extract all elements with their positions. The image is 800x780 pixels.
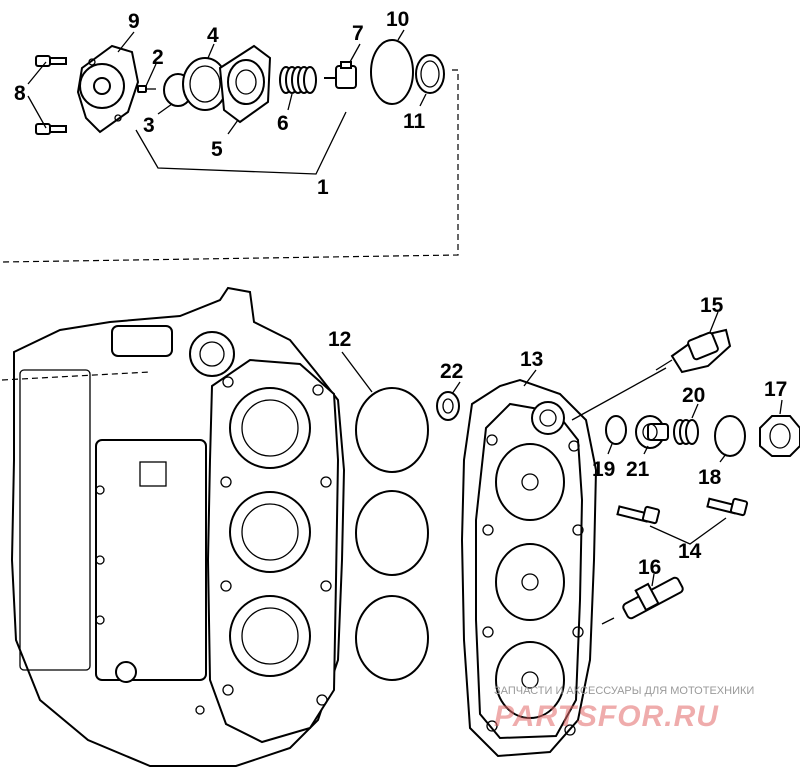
leader-7 [349,43,361,63]
leader-10 [397,29,405,41]
callout-3: 3 [143,114,155,137]
callout-5: 5 [211,138,223,161]
leader-1 [135,111,347,175]
valve-housing [218,44,272,124]
gasket-1 [355,387,429,473]
callout-8: 8 [14,82,26,105]
callout-1: 1 [317,176,329,199]
leader-21 [643,445,649,455]
callout-22: 22 [440,360,463,383]
plug-cap [759,399,800,457]
head-gaskets [341,351,429,681]
spring [279,66,317,94]
leader-3 [157,103,173,115]
callout-2: 2 [152,46,164,69]
callout-14: 14 [678,540,702,563]
o-ring-18 [714,415,746,463]
temperature-sensor [571,311,732,421]
washer-22 [436,381,461,421]
diaphragm [182,57,228,111]
leader-13 [523,369,537,387]
callout-18: 18 [698,466,722,489]
callout-7: 7 [352,22,364,45]
leader-19 [607,443,613,455]
thermostat [635,415,669,455]
leader-15 [709,311,719,333]
chamber-3 [495,641,565,719]
leader-6 [287,93,293,111]
head-bolt-right [706,497,749,517]
callout-13: 13 [520,348,543,371]
seal-ring-19 [605,415,627,455]
leader-8 [27,61,47,129]
leader-14 [649,517,727,545]
callout-20: 20 [682,384,705,407]
bolt-lower [35,123,67,135]
gasket-3 [355,595,429,681]
callout-21: 21 [626,458,650,481]
leader-22 [451,381,461,395]
watermark: ЗАПЧАСТИ И АКСЕССУАРЫ ДЛЯ МОТОТЕХНИКИ PA… [494,685,754,733]
leader-17 [779,399,783,415]
callout-6: 6 [277,112,289,135]
leader-4 [207,43,215,59]
callout-9: 9 [128,10,140,33]
watermark-tagline: ЗАПЧАСТИ И АКСЕССУАРЫ ДЛЯ МОТОТЕХНИКИ [494,685,754,697]
callout-10: 10 [386,8,409,31]
leader-9 [117,31,135,53]
small-screw [137,85,156,93]
watermark-site: PARTSFOR.RU [494,700,719,733]
callout-15: 15 [700,294,724,317]
leader-11 [419,93,427,107]
leader-5 [227,119,239,135]
spring-20 [673,403,699,445]
cylinder-block [1,286,346,767]
thermostat-cover [76,44,140,134]
cylinder-head [460,369,598,758]
callout-12: 12 [328,328,351,351]
leader-12 [341,351,373,393]
chamber-1 [495,443,565,521]
callout-16: 16 [638,556,661,579]
leader-16 [651,573,655,587]
spark-plug [601,573,684,625]
o-ring [370,39,414,105]
leader-20 [691,403,699,419]
bolt-upper [35,55,67,67]
callout-4: 4 [207,24,219,47]
chamber-2 [495,543,565,621]
head-bolt-left [616,505,661,525]
callout-19: 19 [592,458,615,481]
dashed-boundary [1,69,459,263]
leader-2 [145,63,157,87]
grommet [415,54,445,94]
callout-17: 17 [764,378,787,401]
leader-18 [719,453,727,463]
dashed-link [1,371,151,381]
leader-sensor-to-head [571,367,667,421]
valve-plunger [324,61,357,89]
callout-numbers: 1 2 3 4 5 6 7 8 9 10 11 12 13 14 15 16 1… [14,8,787,579]
gasket-2 [355,490,429,576]
upper-assembly [1,29,459,263]
callout-11: 11 [403,110,426,133]
